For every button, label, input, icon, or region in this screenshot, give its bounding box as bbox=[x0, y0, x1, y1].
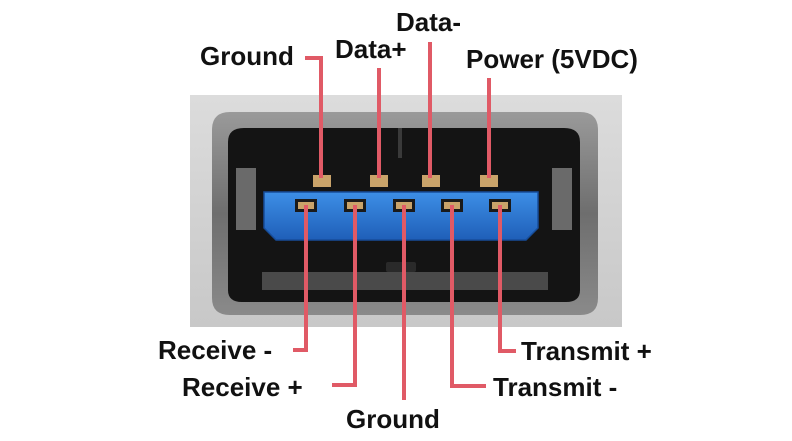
right-tab bbox=[552, 168, 572, 230]
leader-receive-minus bbox=[293, 205, 308, 352]
label-ground-top: Ground bbox=[200, 41, 294, 71]
label-ground-bottom: Ground bbox=[346, 404, 440, 434]
top-contacts bbox=[313, 175, 498, 187]
label-data-plus: Data+ bbox=[335, 34, 407, 64]
leader-transmit-plus bbox=[498, 205, 516, 353]
leader-receive-plus bbox=[332, 205, 357, 387]
label-data-minus: Data- bbox=[396, 7, 462, 37]
shell-notch bbox=[386, 262, 416, 272]
label-transmit-plus: Transmit + bbox=[521, 336, 652, 366]
leader-transmit-minus bbox=[450, 205, 486, 388]
label-receive-minus: Receive - bbox=[158, 335, 273, 365]
label-transmit-minus: Transmit - bbox=[493, 372, 618, 402]
blue-tongue bbox=[263, 191, 539, 241]
leader-lines bbox=[293, 42, 516, 400]
label-power: Power (5VDC) bbox=[466, 44, 638, 74]
shell-seam bbox=[398, 128, 402, 158]
label-receive-plus: Receive + bbox=[182, 372, 303, 402]
left-tab bbox=[236, 168, 256, 230]
leader-ground-top bbox=[305, 56, 323, 178]
